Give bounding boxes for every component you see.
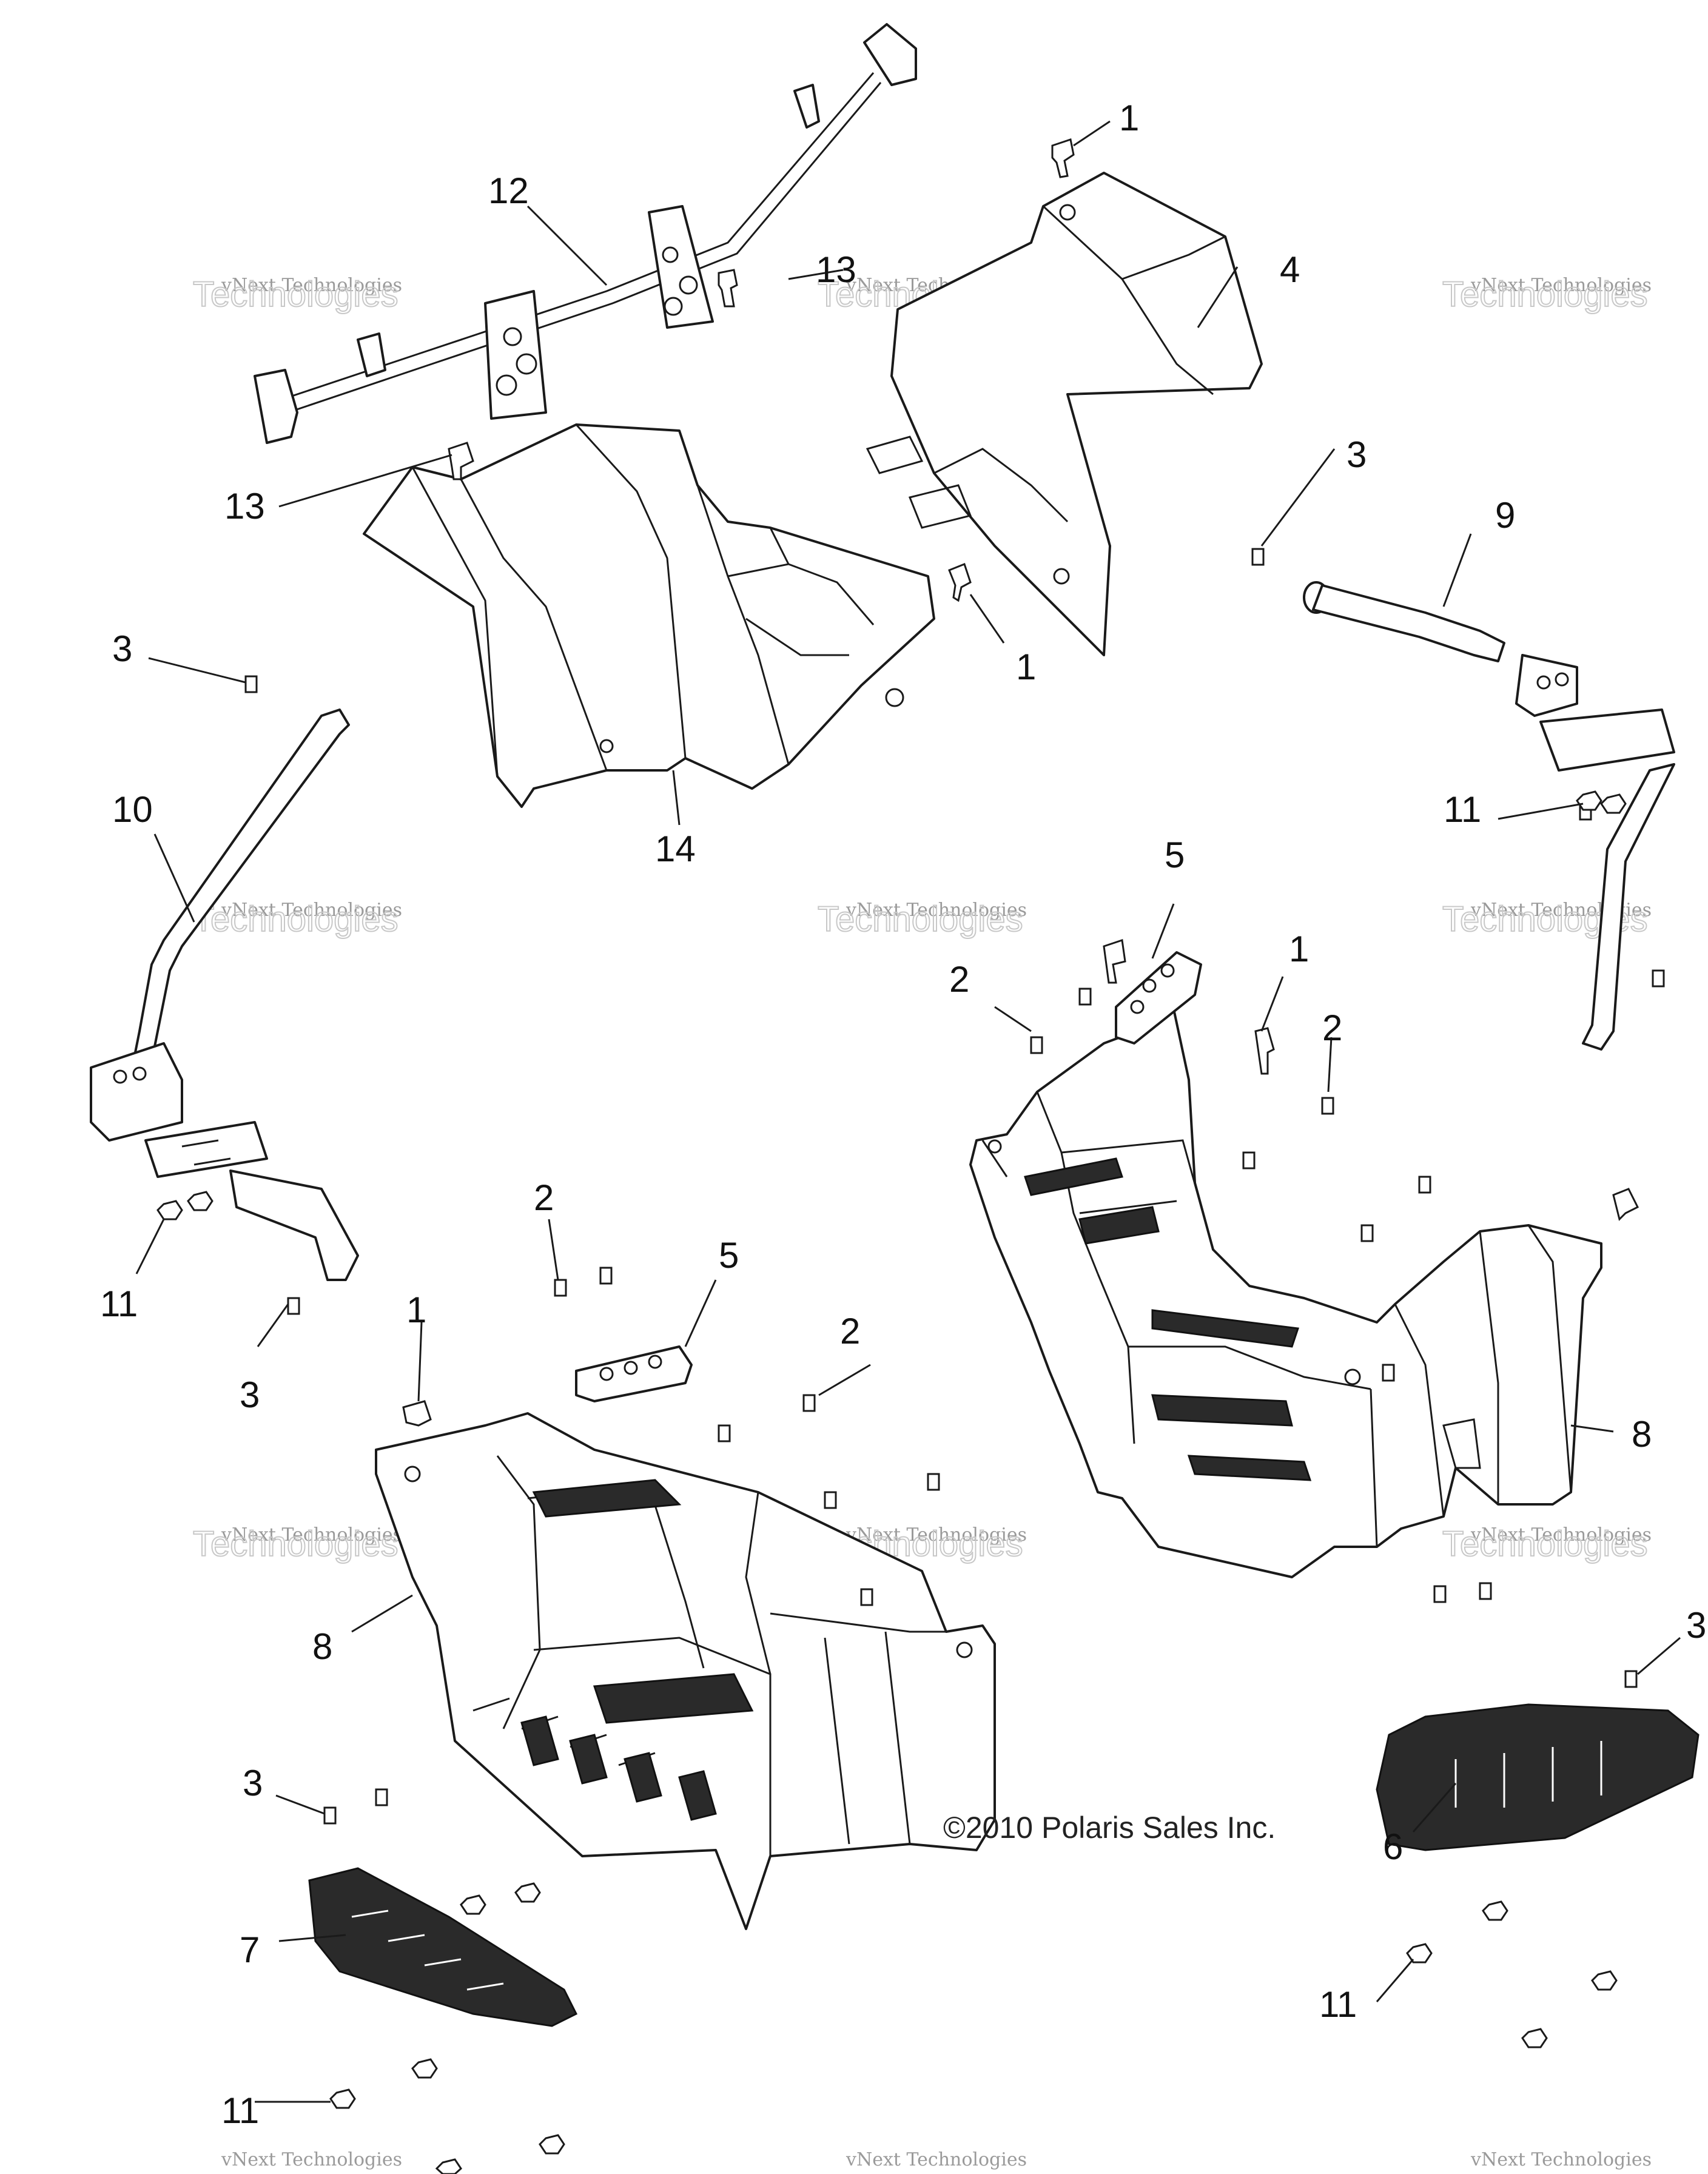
- watermark: Technologies: [1442, 275, 1648, 314]
- callout-7: 7: [240, 1930, 260, 1970]
- callout-11: 11: [221, 2090, 259, 2131]
- callout-3: 3: [1686, 1605, 1706, 1646]
- part-5-mounts: [575, 951, 1202, 1402]
- callout-9: 9: [1495, 495, 1515, 536]
- callout-3: 3: [243, 1763, 263, 1803]
- callout-8: 8: [1632, 1414, 1652, 1455]
- callout-6: 6: [1383, 1826, 1403, 1867]
- watermark: Technologies: [1442, 1524, 1648, 1564]
- part-4-right-fender: [866, 172, 1263, 656]
- callout-11: 11: [100, 1284, 138, 1324]
- callout-3: 3: [112, 628, 132, 669]
- part-8-left-footwell: [375, 1412, 996, 1930]
- callout-2: 2: [949, 959, 969, 1000]
- watermark: vNext Technologies: [221, 1524, 402, 1546]
- watermark: vNext Technologies: [1470, 2149, 1652, 2170]
- copyright-notice: ©2010 Polaris Sales Inc.: [943, 1811, 1276, 1845]
- watermark: vNext Technologies: [846, 1524, 1027, 1546]
- callout-4: 4: [1280, 249, 1300, 290]
- leader-lines: [135, 120, 1681, 2103]
- watermark: vNext Technologies: [1470, 275, 1652, 296]
- callout-5: 5: [1165, 835, 1185, 875]
- watermark: vNext Technologies: [221, 275, 402, 296]
- callout-13: 13: [816, 249, 856, 290]
- watermark: Technologies: [193, 1524, 398, 1564]
- fasteners: [156, 138, 1665, 2174]
- callout-3: 3: [1347, 434, 1367, 475]
- callout-13: 13: [224, 486, 265, 527]
- callout-1: 1: [406, 1290, 426, 1330]
- watermark: Technologies: [193, 900, 398, 939]
- watermark: vNext Technologies: [846, 2149, 1027, 2170]
- part-7-footrest: [308, 1867, 578, 2027]
- callout-11: 11: [1319, 1984, 1357, 2025]
- callout-2: 2: [534, 1177, 554, 1218]
- callout-12: 12: [488, 170, 529, 211]
- callout-11: 11: [1444, 789, 1481, 830]
- watermark: Technologies: [193, 275, 398, 314]
- callout-1: 1: [1016, 647, 1036, 687]
- part-14-left-fender: [363, 423, 935, 808]
- part-9-right-support: [1303, 581, 1675, 1051]
- callout-1: 1: [1289, 929, 1309, 969]
- callout-5: 5: [719, 1235, 739, 1276]
- callout-8: 8: [312, 1626, 332, 1667]
- part-12-harness: [254, 23, 917, 444]
- watermark: vNext Technologies: [1470, 1524, 1652, 1546]
- callout-10: 10: [112, 789, 153, 830]
- part-8-right-footwell: [969, 994, 1602, 1578]
- callout-2: 2: [1322, 1008, 1342, 1048]
- callout-1: 1: [1119, 98, 1139, 138]
- callout-2: 2: [840, 1311, 860, 1351]
- watermark: vNext Technologies: [846, 900, 1027, 921]
- callout-labels: 1 1 1 1 2 2 2 2 3 3 3 3 3 4 5 5 6 7 8 8 …: [100, 98, 1706, 2131]
- watermark: Technologies: [818, 900, 1023, 939]
- watermark: vNext Technologies: [221, 900, 402, 921]
- part-6-footrest: [1376, 1703, 1700, 1851]
- watermark: vNext Technologies: [221, 2149, 402, 2170]
- part-10-left-support: [90, 708, 359, 1281]
- callout-3: 3: [240, 1375, 260, 1415]
- callout-14: 14: [655, 829, 696, 869]
